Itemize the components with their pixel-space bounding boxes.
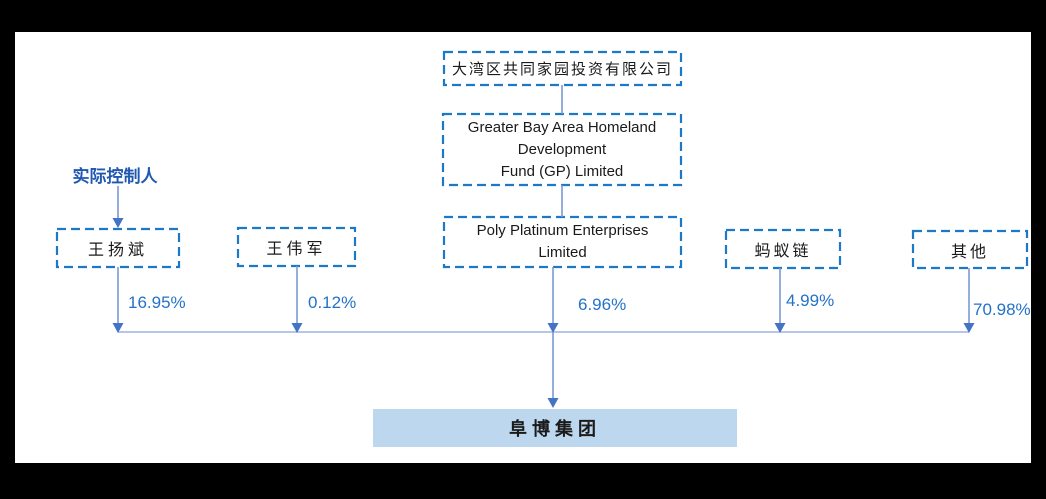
drop-arrowhead-3-icon: [547, 323, 559, 333]
percent-label-poly: 6.96%: [578, 295, 627, 314]
entity-box-company-vobile: 阜博集团: [373, 409, 737, 447]
entity-box-shareholder-others: 其他: [950, 243, 989, 261]
shareholder1-box-border: [55, 227, 181, 269]
percent-label-antchain: 4.99%: [786, 291, 835, 310]
shareholder4-box-border: [724, 228, 842, 270]
drop-arrowhead-2-icon: [291, 323, 303, 333]
poly-platinum-label: Poly Platinum Enterprises Limited: [477, 220, 649, 264]
percent-label-others: 70.98%: [973, 300, 1031, 319]
entity-box-gba-fund: Greater Bay Area Homeland Development Fu…: [443, 114, 681, 185]
gba-fund-line1: Greater Bay Area Homeland: [467, 118, 657, 136]
entity-box-top-holdco: 大湾区共同家园投资有限公司: [451, 62, 673, 78]
percent-label-wangyangbin: 16.95%: [128, 293, 186, 312]
shareholder2-box-border: [236, 226, 357, 268]
connector-lines: [117, 85, 970, 402]
arrowheads: [112, 218, 975, 408]
gba-fund-line3: Fund (GP) Limited: [500, 162, 624, 180]
poly-line2: Limited: [538, 244, 587, 261]
actual-controller-label: 实际控制人: [72, 167, 158, 186]
drop-arrowhead-4-icon: [774, 323, 786, 333]
entity-box-shareholder-antchain: 蚂蚁链: [754, 243, 812, 260]
entity-box-poly-platinum: Poly Platinum Enterprises Limited: [444, 217, 681, 267]
poly-line1: Poly Platinum Enterprises: [476, 222, 649, 239]
shareholder5-box-border: [911, 229, 1029, 270]
entity-box-shareholder-wangweijun: 王伟军: [266, 241, 327, 258]
drop-arrowhead-1-icon: [112, 323, 124, 333]
gba-fund-label: Greater Bay Area Homeland Development Fu…: [468, 117, 656, 183]
company-arrowhead-icon: [547, 398, 559, 408]
top-holdco-box-border: [442, 50, 683, 87]
gba-fund-line2: Development: [517, 140, 607, 158]
entity-box-shareholder-wangyangbin: 王扬斌: [87, 242, 148, 259]
controller-arrowhead-icon: [112, 218, 124, 228]
drop-arrowhead-5-icon: [963, 323, 975, 333]
percent-label-wangweijun: 0.12%: [308, 293, 357, 312]
